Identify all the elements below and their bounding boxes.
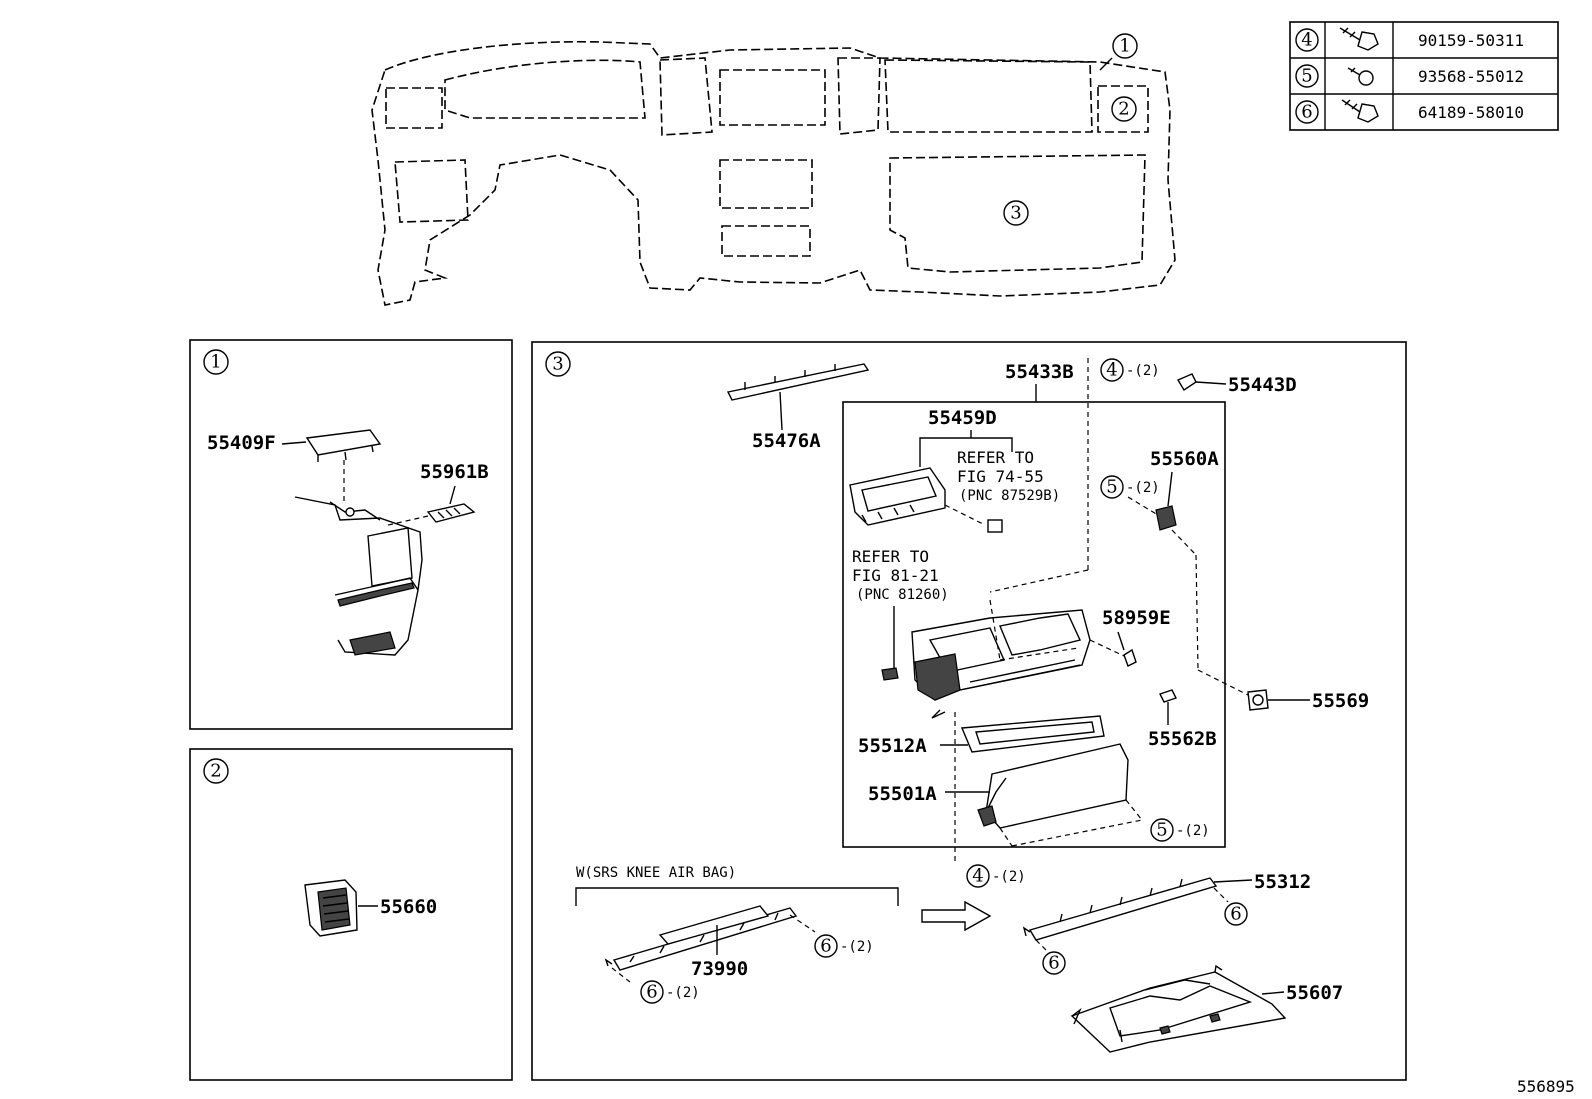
callout-4-top: 4 -(2) [989,358,1160,593]
callout-6-airbag-right: 6 -(2) [814,934,874,958]
svg-text:64189-58010: 64189-58010 [1418,103,1524,122]
label-55512A: 55512A [858,735,927,757]
label-55443D: 55443D [1228,374,1297,396]
svg-text:93568-55012: 93568-55012 [1418,67,1524,86]
refer-note-1: REFER TO FIG 74-55 (PNC 87529B) [957,448,1060,504]
svg-text:-(2): -(2) [992,869,1026,885]
label-58959E: 58959E [1102,607,1171,629]
lamp-58959E [1089,631,1137,667]
svg-text:1: 1 [210,352,221,373]
label-55409F: 55409F [207,432,276,454]
panel-1: 1 55409F 55961B [189,339,513,730]
svg-text:-(2): -(2) [1176,823,1210,839]
svg-text:-(2): -(2) [840,939,874,955]
fastener-row-6: 6 64189-58010 [1295,99,1524,124]
svg-text:4: 4 [972,866,983,887]
label-55961B: 55961B [420,461,489,483]
callout-6-reinforcement-left: 6 [1042,951,1066,975]
striker-55569 [1247,689,1310,711]
label-55312: 55312 [1254,871,1311,893]
overview-callout-2: 2 [1111,96,1137,122]
dash-section-1 [294,496,423,656]
svg-text:6: 6 [1230,904,1241,925]
svg-text:1: 1 [1119,36,1130,57]
bezel-55459D: 55459D [849,407,1013,533]
svg-text:5: 5 [1301,66,1312,87]
svg-text:6: 6 [1048,953,1059,974]
svg-text:4: 4 [1301,30,1312,51]
label-55501A: 55501A [868,783,937,805]
dashboard-overview [371,40,1176,306]
knee-airbag-variant: W(SRS KNEE AIR BAG) 73990 6 -(2) 6 -(2) [575,865,899,1004]
svg-text:(PNC 87529B): (PNC 87529B) [959,488,1060,504]
clip-55443D [1176,373,1227,391]
fastener-row-4: 4 90159-50311 [1295,27,1524,52]
svg-text:-(2): -(2) [1126,480,1160,496]
callout-5-door: 5 -(2) [1150,818,1210,842]
bolt-icon [1341,99,1379,123]
svg-text:FIG 81-21: FIG 81-21 [852,566,939,585]
screw-icon [1347,67,1374,86]
inner-panel-55512A [940,715,1105,753]
bolt-icon [1339,27,1379,51]
svg-text:4: 4 [1106,360,1117,381]
svg-text:90159-50311: 90159-50311 [1418,31,1524,50]
arrow-right-icon [921,900,992,932]
svg-text:2: 2 [210,761,221,782]
reinforcement-55312 [1022,877,1253,953]
label-55607: 55607 [1286,982,1343,1004]
glove-box-housing [911,599,1091,719]
callout-6-reinforcement-right: 6 [1224,902,1248,926]
svg-text:6: 6 [820,936,831,957]
switch-55560A [1155,471,1249,696]
overview-callout-3: 3 [1003,200,1029,226]
label-55562B: 55562B [1148,728,1217,750]
door-55501A [945,743,1143,847]
overview-callout-1: 1 [1099,33,1138,71]
label-73990: 73990 [691,958,748,980]
knee-airbag-73990 [604,905,798,971]
svg-text:REFER TO: REFER TO [852,547,929,566]
svg-text:3: 3 [552,354,563,375]
svg-text:W(SRS KNEE AIR BAG): W(SRS KNEE AIR BAG) [576,865,736,881]
figure-id: 556895 [1517,1077,1575,1096]
panel-2: 2 55660 [189,748,513,1081]
callout-6-airbag-left: 6 -(2) [640,980,700,1004]
cover-55409F [305,429,382,502]
callout-5-switch: 5 -(2) [1100,475,1160,516]
svg-text:REFER TO: REFER TO [957,448,1034,467]
panel-3: 3 55476A 55433B 55459D REFER TO FIG [531,341,1407,1081]
svg-text:-(2): -(2) [1126,363,1160,379]
label-55433B: 55433B [1005,361,1074,383]
callout-4-lower: 4 -(2) [966,864,1026,888]
vent-55961B [383,485,476,527]
under-cover-55607 [1070,964,1287,1053]
svg-text:6: 6 [1301,102,1312,123]
refer-note-2: REFER TO FIG 81-21 (PNC 81260) [852,547,949,681]
svg-text:FIG 74-55: FIG 74-55 [957,467,1044,486]
label-55660: 55660 [380,896,437,918]
svg-text:5: 5 [1106,477,1117,498]
mount-strip-55476A [726,363,870,431]
svg-text:2: 2 [1118,99,1129,120]
label-55569: 55569 [1312,690,1369,712]
svg-text:3: 3 [1010,203,1021,224]
svg-text:6: 6 [646,982,657,1003]
svg-text:(PNC 81260): (PNC 81260) [856,587,949,603]
register-55660 [304,879,358,937]
fastener-row-5: 5 93568-55012 [1295,64,1524,88]
label-55459D: 55459D [928,407,997,429]
svg-text:-(2): -(2) [666,985,700,1001]
assembly-box-55433B: 55433B [842,361,1226,848]
damper-55562B [1159,689,1177,725]
svg-text:5: 5 [1156,820,1167,841]
label-55560A: 55560A [1150,448,1219,470]
label-55476A: 55476A [752,430,821,452]
fastener-table: 4 90159-50311 5 93568-55012 6 [1289,21,1559,131]
